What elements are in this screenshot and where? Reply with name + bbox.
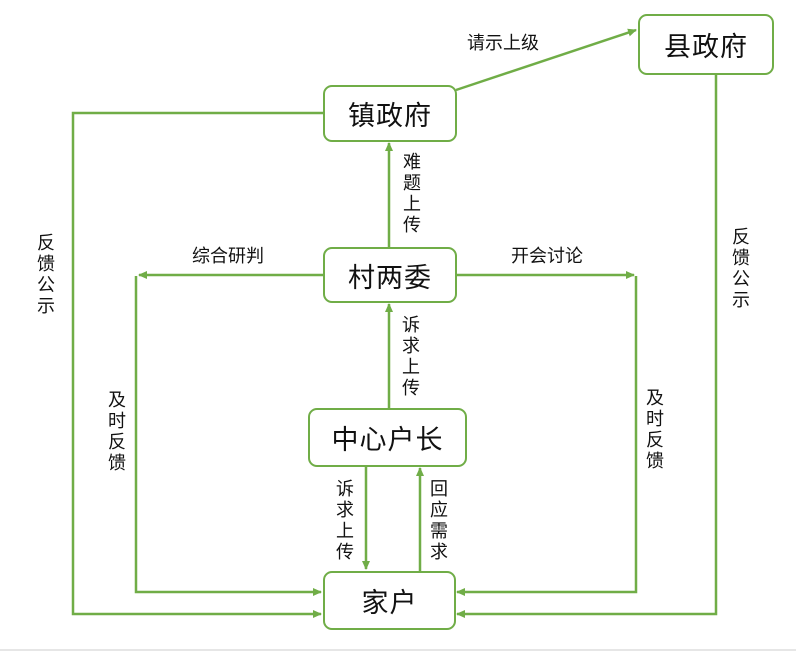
label-feedback-publicity-right: 反馈公示 <box>732 227 750 311</box>
label-respond-needs: 回应需求 <box>430 479 448 563</box>
edge-county-to-household <box>456 74 718 618</box>
node-town-government: 镇政府 <box>323 85 457 142</box>
edge-town-to-household <box>71 111 323 618</box>
label-timely-feedback-left: 及时反馈 <box>108 390 126 474</box>
label-problem-upload: 难题上传 <box>403 152 421 236</box>
edge-town-to-county <box>455 28 637 92</box>
label-appeal-upload-upper: 诉求上传 <box>402 315 420 399</box>
node-households: 家户 <box>323 571 456 630</box>
label-timely-feedback-right: 及时反馈 <box>646 388 664 472</box>
edge-left-feedback-to-household <box>134 276 322 596</box>
node-county-government: 县政府 <box>638 14 774 75</box>
node-central-household-head: 中心户长 <box>308 408 467 467</box>
label-appeal-upload-lower: 诉求上传 <box>336 479 354 563</box>
node-village-committees: 村两委 <box>323 247 457 303</box>
label-meeting-discussion: 开会讨论 <box>511 246 583 267</box>
label-comprehensive-analysis: 综合研判 <box>192 246 264 267</box>
edge-right-feedback-to-household <box>456 276 638 596</box>
label-feedback-publicity-left: 反馈公示 <box>37 233 55 317</box>
bottom-divider <box>0 649 796 651</box>
label-request-superior: 请示上级 <box>467 33 539 54</box>
